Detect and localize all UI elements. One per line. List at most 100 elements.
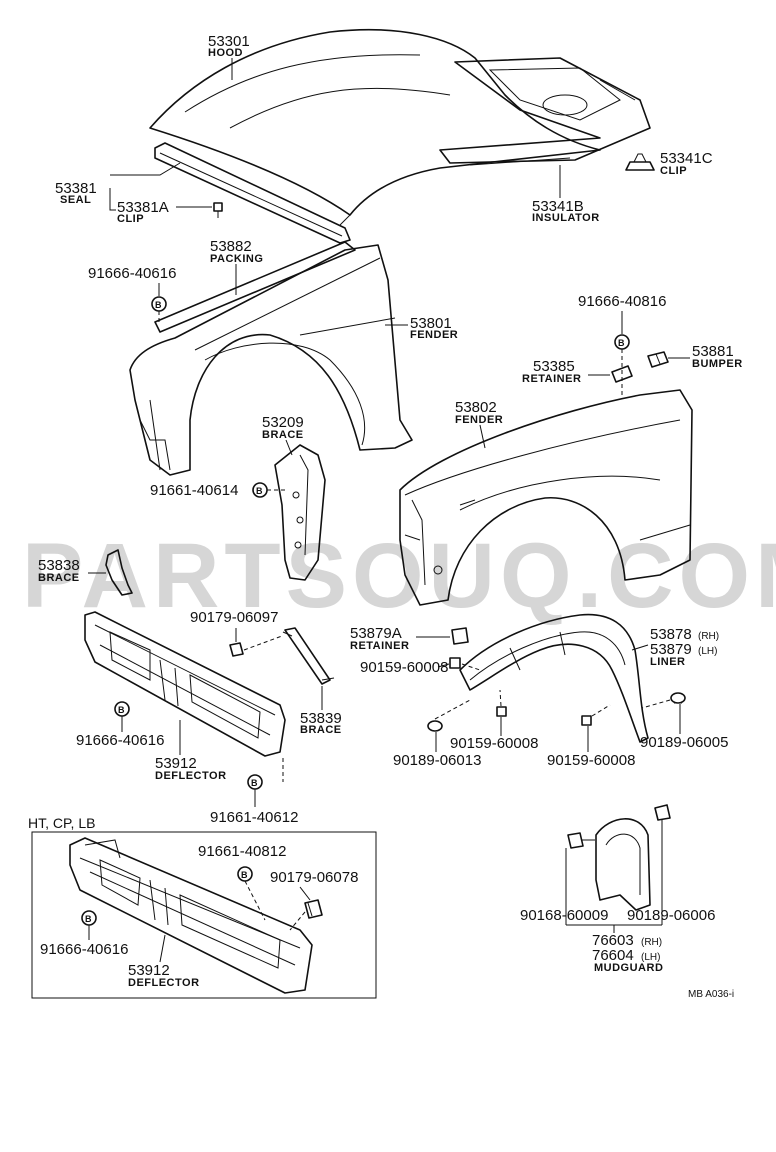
label-screw-low1-number: 90159-60008 [450,735,538,752]
label-ht-bolt1-number: 91661-40812 [198,843,286,860]
bolt-pack-badge[interactable]: B [151,296,167,312]
label-packing-name: PACKING [210,253,263,265]
section-box [31,831,377,999]
fender-left-part[interactable] [129,244,413,476]
label-hood-name: HOOD [208,47,243,59]
label-brace-53838-number: 53838 [38,557,80,574]
label-retainer-name: RETAINER [522,373,581,385]
label-mudguard-lh-number: 76604 [592,947,634,964]
nut-top-part[interactable] [229,642,244,657]
label-screw-liner-number: 90159-60008 [360,659,448,676]
label-clip-53381a-name: CLIP [117,213,144,225]
label-brace-53839-number: 53839 [300,710,342,727]
bolt-brace-badge[interactable]: B [252,482,268,498]
label-mudguard-rh-number: 76603 [592,932,634,949]
section-label: HT, CP, LB [28,815,95,831]
clip-90189-a-part[interactable] [670,692,686,704]
packing-part[interactable] [154,241,356,333]
ht-bolt1-badge[interactable]: B [237,866,253,882]
insulator-part[interactable] [439,57,651,166]
seal-part[interactable] [154,142,351,244]
label-ht-deflector-number: 53912 [128,962,170,979]
bolt-bumper-badge[interactable]: B [614,334,630,350]
label-deflector-number: 53912 [155,755,197,772]
label-fender-left-number: 53801 [410,315,452,332]
label-liner-lh-suffix: (LH) [698,646,717,657]
brace-53838-part[interactable] [105,549,133,596]
label-ht-nut-number: 90179-06078 [270,869,358,886]
clip-90189-b-part[interactable] [427,720,443,732]
clip-53341c-part[interactable] [625,153,655,171]
label-retainer-53879a-number: 53879A [350,625,402,642]
label-liner-rh-suffix: (RH) [698,631,719,642]
ht-deflector-part[interactable] [69,837,313,994]
label-ht-deflector-name: DEFLECTOR [128,977,200,989]
label-seal-name: SEAL [60,194,91,206]
liner-part[interactable] [459,613,649,743]
label-bolt-bumper-number: 91666-40816 [578,293,666,310]
label-packing-number: 53882 [210,238,252,255]
label-retainer-number: 53385 [533,358,575,375]
svg-text:B: B [85,914,92,924]
label-mud-clip-number: 90189-06006 [627,907,715,924]
svg-text:B: B [251,778,258,788]
label-fender-right-name: FENDER [455,414,503,426]
bumper-53881-part[interactable] [647,351,669,368]
label-mudguard-lh-suffix: (LH) [641,952,660,963]
brace-53839-part[interactable] [282,627,335,685]
label-insulator-name: INSULATOR [532,212,600,224]
label-bolt-brace-number: 91661-40614 [150,482,238,499]
label-clip-53341c-name: CLIP [660,165,687,177]
label-clip-53381a-number: 53381A [117,199,169,216]
retainer-53385-part[interactable] [611,365,633,383]
label-clip-53341c-number: 53341C [660,150,713,167]
label-liner-lh-number: 53879 [650,641,692,658]
label-brace-53209-name: BRACE [262,429,304,441]
svg-text:B: B [155,300,162,310]
label-screw-low2-number: 90159-60008 [547,752,635,769]
ht-nut-part[interactable] [304,899,323,919]
label-insulator-number: 53341B [532,198,584,215]
screw-low2-part[interactable] [581,715,592,726]
hood-part[interactable] [149,28,601,226]
bolt-deflector-badge[interactable]: B [114,701,130,717]
label-retainer-53879a-name: RETAINER [350,640,409,652]
label-mudguard-rh-suffix: (RH) [641,937,662,948]
label-mudguard-name: MUDGUARD [594,962,663,974]
ht-bolt2-badge[interactable]: B [81,910,97,926]
label-bumper-name: BUMPER [692,358,743,370]
label-bolt-pack-number: 91666-40616 [88,265,176,282]
label-clip-90189-b-number: 90189-06013 [393,752,481,769]
mud-clip-part[interactable] [654,804,671,821]
retainer-53879a-part[interactable] [451,627,469,645]
screw-liner-part[interactable] [449,657,461,669]
label-liner-rh-number: 53878 [650,626,692,643]
label-ht-bolt2-number: 91666-40616 [40,941,128,958]
svg-text:B: B [256,486,263,496]
label-mud-screw-number: 90168-60009 [520,907,608,924]
mudguard-part[interactable] [595,818,651,911]
screw-low1-part[interactable] [496,706,507,717]
bolt-lower-badge[interactable]: B [247,774,263,790]
label-bumper-number: 53881 [692,343,734,360]
label-bolt-lower-number: 91661-40612 [210,809,298,826]
label-liner-name: LINER [650,656,686,668]
label-brace-53839-name: BRACE [300,724,342,736]
watermark-text: PARTSOUQ.COM [22,525,776,627]
label-bolt-deflector-number: 91666-40616 [76,732,164,749]
mud-screw-part[interactable] [567,832,595,849]
label-fender-right-number: 53802 [455,399,497,416]
label-brace-53838-name: BRACE [38,572,80,584]
clip-53381a-part[interactable] [213,202,223,218]
label-fender-left-name: FENDER [410,329,458,341]
fender-right-part[interactable] [399,389,693,606]
label-deflector-name: DEFLECTOR [155,770,227,782]
label-clip-90189-a-number: 90189-06005 [640,734,728,751]
brace-53209-part[interactable] [274,444,326,581]
svg-text:B: B [241,870,248,880]
svg-text:B: B [618,338,625,348]
label-hood-number: 53301 [208,33,250,50]
diagram-code: MB A036-i [688,989,734,1000]
deflector-part[interactable] [84,611,286,757]
